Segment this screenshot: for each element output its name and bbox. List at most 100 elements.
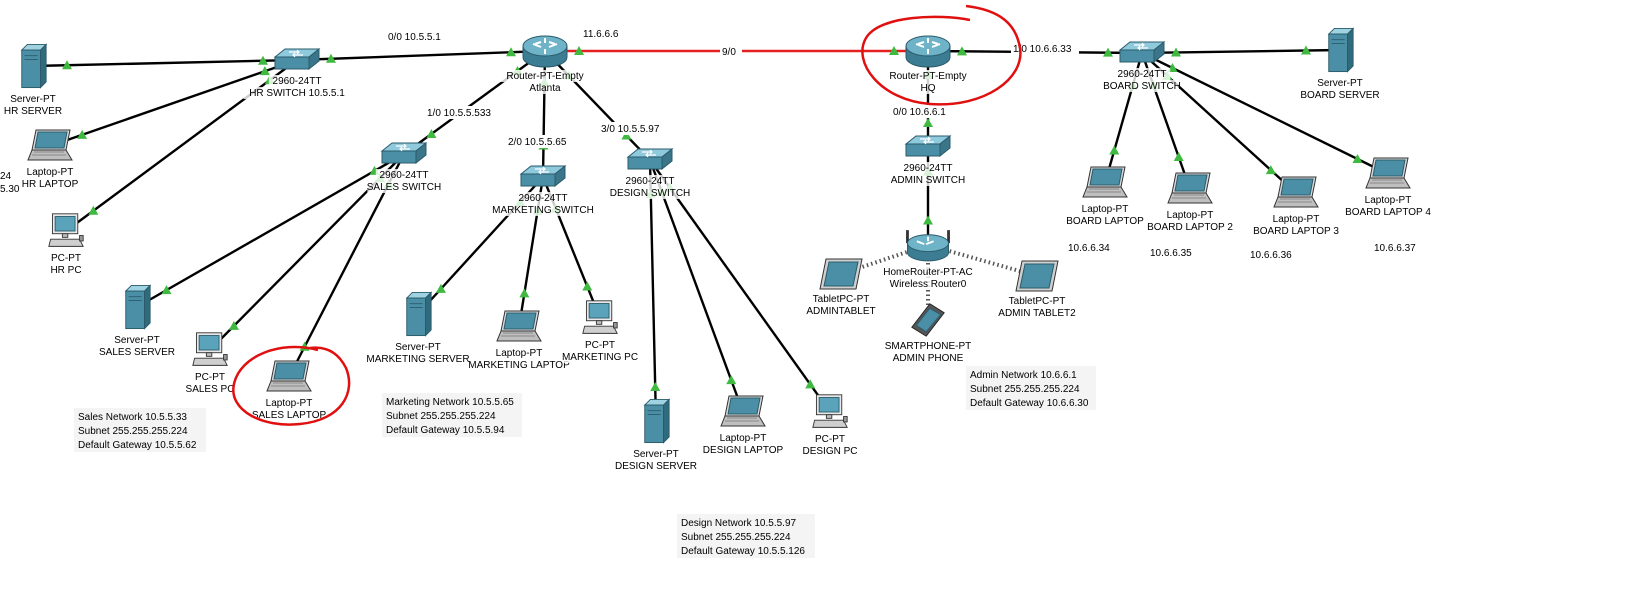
annotations-layer [232,4,1022,426]
device-label-bg [919,82,937,94]
device-label-bg [621,175,679,187]
device-label-bg [495,204,591,216]
device-label-bg [4,105,62,117]
ethernet-link[interactable] [544,50,651,161]
ethernet-link[interactable] [1141,48,1341,55]
device-label-bg [1253,225,1339,237]
board-laptop2-ip: 10.6.6.35 [1150,248,1192,259]
device-model-label: PC-PT [51,253,81,264]
ethernet-link[interactable] [649,159,831,413]
svg-text:Design Network 10.5.5.97: Design Network 10.5.5.97 [681,518,797,529]
device-model-label: HomeRouter-PT-AC [883,267,972,278]
port-label: 3/0 10.5.5.97 [599,122,663,135]
ethernet-link[interactable] [32,58,298,68]
device-label-bg [108,334,166,346]
ethernet-link[interactable] [296,49,546,62]
device-name-label: HR PC [50,265,81,276]
device-model-label: 2960-24TT [626,176,675,187]
ethernet-link[interactable] [1141,51,1389,176]
device-label-bg [714,432,772,444]
board-laptop4-ip: 10.6.6.37 [1374,243,1416,254]
server-icon [1328,27,1354,73]
svg-text:1/0 10.6.6.33: 1/0 10.6.6.33 [1013,44,1072,55]
ethernet-link[interactable] [49,58,298,148]
pc-icon [192,332,228,366]
port-up-indicator [1173,151,1184,161]
device-label-bg [375,169,433,181]
device-label-bg [807,293,875,305]
device-name-label: ADMIN TABLET2 [998,308,1076,319]
port-up-indicator [161,285,172,295]
laptop-icon [1167,172,1213,204]
device-label-bg [801,445,859,457]
ethernet-link[interactable] [541,50,547,178]
svg-text:Subnet 255.255.255.224: Subnet 255.255.255.224 [386,411,496,422]
device-model-label: 2960-24TT [273,76,322,87]
svg-text:Subnet 255.255.255.224: Subnet 255.255.255.224 [78,426,188,437]
device-label-bg [1003,295,1071,307]
device-model-label: Server-PT [633,449,679,460]
port-up-indicator [726,375,737,385]
smartphone-icon [911,303,945,337]
laptop-icon [1365,157,1411,189]
device-label-bg [1105,80,1179,92]
svg-text:9/0: 9/0 [722,47,736,58]
device-name-label: DESIGN LAPTOP [703,445,784,456]
ethernet-link[interactable] [65,59,298,232]
device-label-bg [616,460,696,472]
device-label-bg [260,397,318,409]
port-up-indicator [956,46,967,56]
svg-text:2/0 10.5.5.65: 2/0 10.5.5.65 [508,137,567,148]
ethernet-link[interactable] [648,159,745,413]
device-label-bg [1147,221,1233,233]
router-icon [905,35,951,68]
pc-icon [582,300,618,334]
tablet-icon [819,258,863,290]
device-label-bg [583,339,617,351]
port-up-indicator [435,283,446,293]
device-label-bg [370,353,466,365]
device-model-label: Laptop-PT [27,167,74,178]
device-model-label: PC-PT [815,434,845,445]
device-name-label: SALES SWITCH [367,182,441,193]
red-circle-annotation-hq [861,4,1022,106]
device-label-bg [490,347,548,359]
svg-text:3/0 10.5.5.97: 3/0 10.5.5.97 [601,124,660,135]
ethernet-link[interactable] [136,152,405,309]
port-up-indicator [923,215,933,225]
ethernet-link[interactable] [648,159,658,422]
server-icon [21,43,47,89]
switch-icon [905,135,951,157]
svg-text:Admin Network 10.6.6.1: Admin Network 10.6.6.1 [970,370,1077,381]
